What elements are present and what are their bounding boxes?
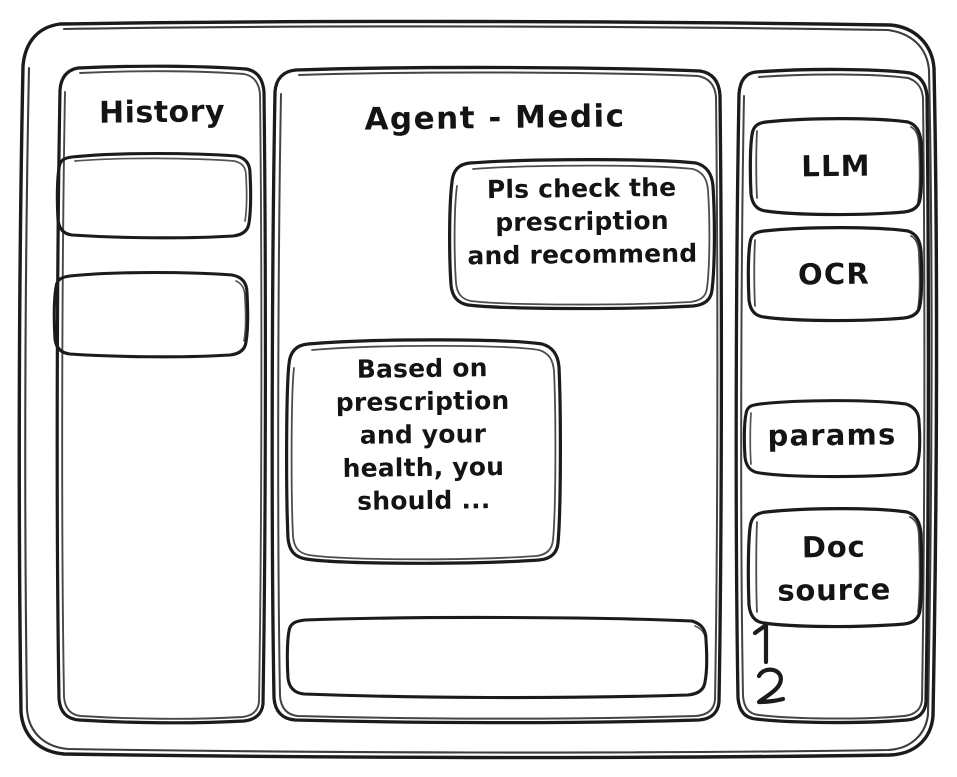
window-frame-outline	[17, 19, 939, 760]
doc-source-box-outline[interactable]	[746, 507, 924, 629]
doc-entry-1-glyph	[752, 622, 769, 665]
user-message-text: Pls check the prescription and recommend	[467, 172, 698, 271]
history-item-1-label[interactable]	[62, 159, 249, 231]
history-item-2-outline[interactable]	[52, 270, 250, 359]
history-panel-outline	[55, 64, 267, 725]
params-button-label[interactable]: params	[767, 417, 897, 453]
llm-button-outline[interactable]	[748, 117, 924, 217]
ocr-button-label[interactable]: OCR	[797, 256, 871, 292]
ocr-button-outline[interactable]	[746, 226, 924, 323]
history-item-1-outline[interactable]	[55, 151, 253, 240]
doc-source-label[interactable]: Doc source	[777, 529, 892, 608]
params-button-outline[interactable]	[742, 399, 922, 479]
tools-panel-outline	[734, 67, 931, 725]
doc-entry-2-glyph	[756, 667, 786, 705]
chat-panel-title: Agent - Medic	[364, 98, 626, 138]
user-message-bubble-outline	[448, 158, 716, 311]
assistant-message-bubble-outline	[285, 338, 562, 565]
llm-button-label[interactable]: LLM	[801, 148, 871, 184]
chat-panel-outline	[270, 65, 724, 725]
history-item-2-label[interactable]	[60, 279, 247, 351]
history-panel-title: History	[98, 94, 226, 131]
message-input-outline[interactable]	[285, 615, 709, 700]
assistant-message-text: Based on prescription and your health, y…	[335, 353, 510, 516]
